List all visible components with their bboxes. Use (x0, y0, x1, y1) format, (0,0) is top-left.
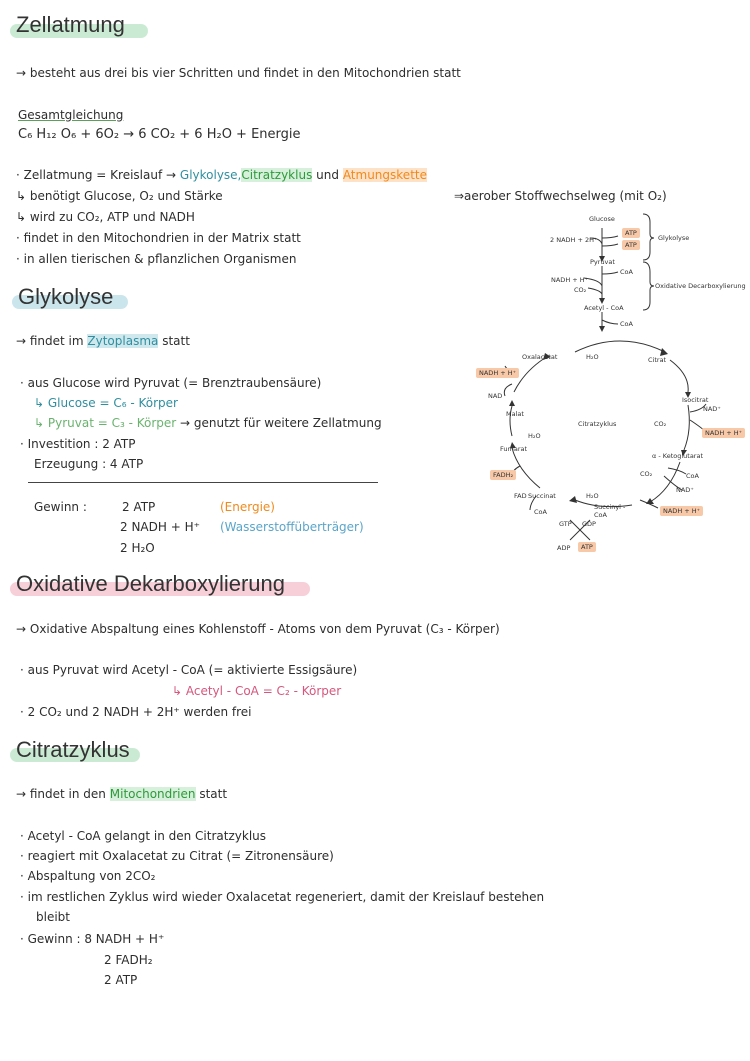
equation-label: Gesamtgleichung (18, 108, 124, 122)
pyruvat-term: ↳ Pyruvat = C₃ - Körper (34, 416, 177, 430)
citrat-gewinn: · Gewinn : 8 NADH + H⁺ (20, 932, 165, 946)
diagram-adp: ADP (557, 544, 571, 552)
citrat-bullet-4: · im restlichen Zyklus wird wieder Oxala… (20, 890, 545, 904)
title-highlight (10, 582, 310, 596)
zellatmung-aerob: ⇒aerober Stoffwechselweg (mit O₂) (454, 189, 667, 203)
gewinn-atp-note: (Energie) (220, 500, 275, 514)
diagram-nadh-left: 2 NADH + 2H⁺ (550, 236, 598, 244)
diagram-succinat: Succinat (528, 492, 556, 500)
diagram-atp-2: ATP (622, 240, 640, 250)
gewinn-h2o: 2 H₂O (120, 541, 155, 555)
diagram-nadh-5: NADH + H⁺ (660, 506, 704, 516)
intro-pre: → findet in den (16, 787, 106, 801)
section-title-zellatmung: Zellatmung (16, 12, 125, 37)
diagram-fadh: FADH₂ (490, 470, 517, 480)
zytoplasma-term: Zytoplasma (87, 334, 159, 348)
intro-post: statt (199, 787, 228, 801)
zellatmung-intro: → besteht aus drei bis vier Schritten un… (16, 66, 461, 80)
diagram-acetyl: Acetyl - CoA (584, 304, 624, 312)
diagram-nad-3: NAD⁺ (676, 486, 694, 494)
glykolyse-bullet-2: ↳ Glucose = C₆ - Körper (34, 396, 178, 410)
diagram-nadh-2: NADH + H⁺ (551, 276, 589, 284)
zellatmung-bullet-2: ↳ benötigt Glucose, O₂ und Stärke (16, 189, 223, 203)
gewinn-label: Gewinn : (34, 500, 87, 514)
diagram-center-label: Citratzyklus (578, 420, 617, 428)
diagram-gtp: GTP (559, 520, 572, 528)
diagram-h2o-3: H₂O (586, 492, 599, 500)
glykolyse-term: Glykolyse, (179, 168, 242, 182)
diagram-oxdek-label: Oxidative Decarboxylierung (655, 282, 746, 290)
diagram-succinyl-coa: Succinyl - CoA (594, 503, 626, 519)
gewinn-atp: 2 ATP (122, 500, 156, 514)
diagram-fumarat: Fumarat (500, 445, 528, 453)
citrat-bullet-4b: bleibt (36, 910, 70, 924)
diagram-ketoglutarat: α - Ketoglutarat (652, 452, 704, 460)
title-highlight (12, 295, 128, 309)
diagram-fad: FAD (514, 492, 527, 500)
citrat-intro: → findet in den Mitochondrien statt (16, 787, 227, 801)
glykolyse-bullet-4: · Investition : 2 ATP (20, 437, 136, 451)
diagram-nad-2: NAD⁺ (703, 405, 721, 413)
equation: C₆ H₁₂ O₆ + 6O₂ → 6 CO₂ + 6 H₂O + Energi… (18, 127, 301, 142)
glykolyse-bullet-1: · aus Glucose wird Pyruvat (= Brenztraub… (20, 376, 322, 390)
diagram-coa-2: CoA (620, 320, 633, 328)
intro-post: statt (162, 334, 190, 348)
dekarb-bullet-1: · aus Pyruvat wird Acetyl - CoA (= aktiv… (20, 663, 358, 677)
diagram-oxalacetat: Oxalacetat (522, 353, 558, 361)
citrat-bullet-3: · Abspaltung von 2CO₂ (20, 869, 156, 883)
diagram-citrat: Citrat (648, 356, 667, 364)
section-title-citratzyklus: Citratzyklus (16, 737, 130, 762)
zellatmung-bullet-1: · Zellatmung = Kreislauf → Glykolyse,Cit… (16, 168, 427, 182)
bullet-1-text: · Zellatmung = Kreislauf → (16, 168, 177, 182)
diagram-co2-3: CO₂ (640, 470, 653, 478)
zellatmung-bullet-4: · findet in den Mitochondrien in der Mat… (16, 231, 301, 245)
diagram-h2o-1: H₂O (586, 353, 599, 361)
section-title-glykolyse: Glykolyse (18, 284, 114, 309)
diagram-glucose: Glucose (589, 215, 615, 223)
glykolyse-intro: → findet im Zytoplasma statt (16, 334, 190, 348)
section-title-dekarboxylierung: Oxidative Dekarboxylierung (16, 571, 286, 596)
und-text: und (316, 168, 339, 182)
zellatmung-bullet-5: · in allen tierischen & pflanzlichen Org… (16, 252, 297, 266)
diagram-h2o-2: H₂O (528, 432, 541, 440)
citrat-gewinn-atp: 2 ATP (104, 973, 138, 987)
atmungskette-term: Atmungskette (342, 168, 427, 182)
diagram-nadh-3: NADH + H⁺ (476, 368, 520, 378)
glykolyse-bullet-5: Erzeugung : 4 ATP (34, 457, 144, 471)
gewinn-nadh-note: (Wasserstoffüberträger) (220, 520, 364, 534)
diagram-nad-1: NAD (488, 392, 503, 400)
zellatmung-bullet-3: ↳ wird zu CO₂, ATP und NADH (16, 210, 195, 224)
mitochondrien-term: Mitochondrien (109, 787, 196, 801)
diagram-coa-4: CoA (534, 508, 547, 516)
citrat-bullet-1: · Acetyl - CoA gelangt in den Citratzykl… (20, 829, 267, 843)
divider (28, 482, 378, 483)
dekarb-intro: → Oxidative Abspaltung eines Kohlenstoff… (16, 622, 500, 636)
diagram-coa-3: CoA (686, 472, 699, 480)
title-highlight (10, 748, 140, 762)
dekarb-bullet-3: · 2 CO₂ und 2 NADH + 2H⁺ werden frei (20, 705, 252, 719)
pyruvat-usage: → genutzt für weitere Zellatmung (180, 416, 382, 430)
citrat-gewinn-fadh: 2 FADH₂ (104, 953, 153, 967)
diagram-coa-1: CoA (620, 268, 633, 276)
gewinn-nadh: 2 NADH + H⁺ (120, 520, 200, 534)
intro-pre: → findet im (16, 334, 84, 348)
diagram-atp-1: ATP (622, 228, 640, 238)
citrat-bullet-2: · reagiert mit Oxalacetat zu Citrat (= Z… (20, 849, 334, 863)
diagram-isocitrat: Isocitrat (682, 396, 709, 404)
diagram-glykolyse-label: Glykolyse (658, 234, 690, 242)
diagram-gdp: GDP (582, 520, 596, 528)
diagram-co2-1: CO₂ (574, 286, 587, 294)
diagram-nadh-4: NADH + H⁺ (702, 428, 746, 438)
diagram-pyruvat: Pyruvat (590, 258, 615, 266)
glykolyse-bullet-3: ↳ Pyruvat = C₃ - Körper → genutzt für we… (34, 416, 382, 430)
diagram-malat: Malat (506, 410, 524, 418)
dekarb-bullet-2: ↳ Acetyl - CoA = C₂ - Körper (172, 684, 342, 698)
diagram-atp-3: ATP (578, 542, 596, 552)
diagram-co2-2: CO₂ (654, 420, 667, 428)
citratzyklus-term: Citratzyklus (241, 168, 313, 182)
title-highlight (10, 24, 148, 38)
